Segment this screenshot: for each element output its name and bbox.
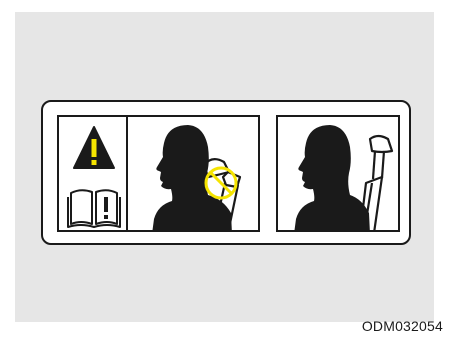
person-silhouette bbox=[294, 125, 370, 232]
person-silhouette bbox=[152, 125, 232, 232]
prohibition-icon bbox=[206, 168, 236, 198]
warning-manual-graphic bbox=[59, 117, 127, 232]
warning-manual-panel bbox=[57, 115, 127, 232]
incorrect-position-graphic bbox=[128, 117, 260, 232]
headrest-outline bbox=[370, 136, 392, 179]
owners-manual-icon bbox=[68, 190, 120, 227]
correct-position-panel bbox=[276, 115, 400, 232]
warning-triangle-icon bbox=[74, 127, 114, 168]
incorrect-position-panel bbox=[127, 115, 260, 232]
image-code: ODM032054 bbox=[362, 318, 443, 334]
correct-position-graphic bbox=[278, 117, 400, 232]
warning-label bbox=[41, 100, 411, 245]
